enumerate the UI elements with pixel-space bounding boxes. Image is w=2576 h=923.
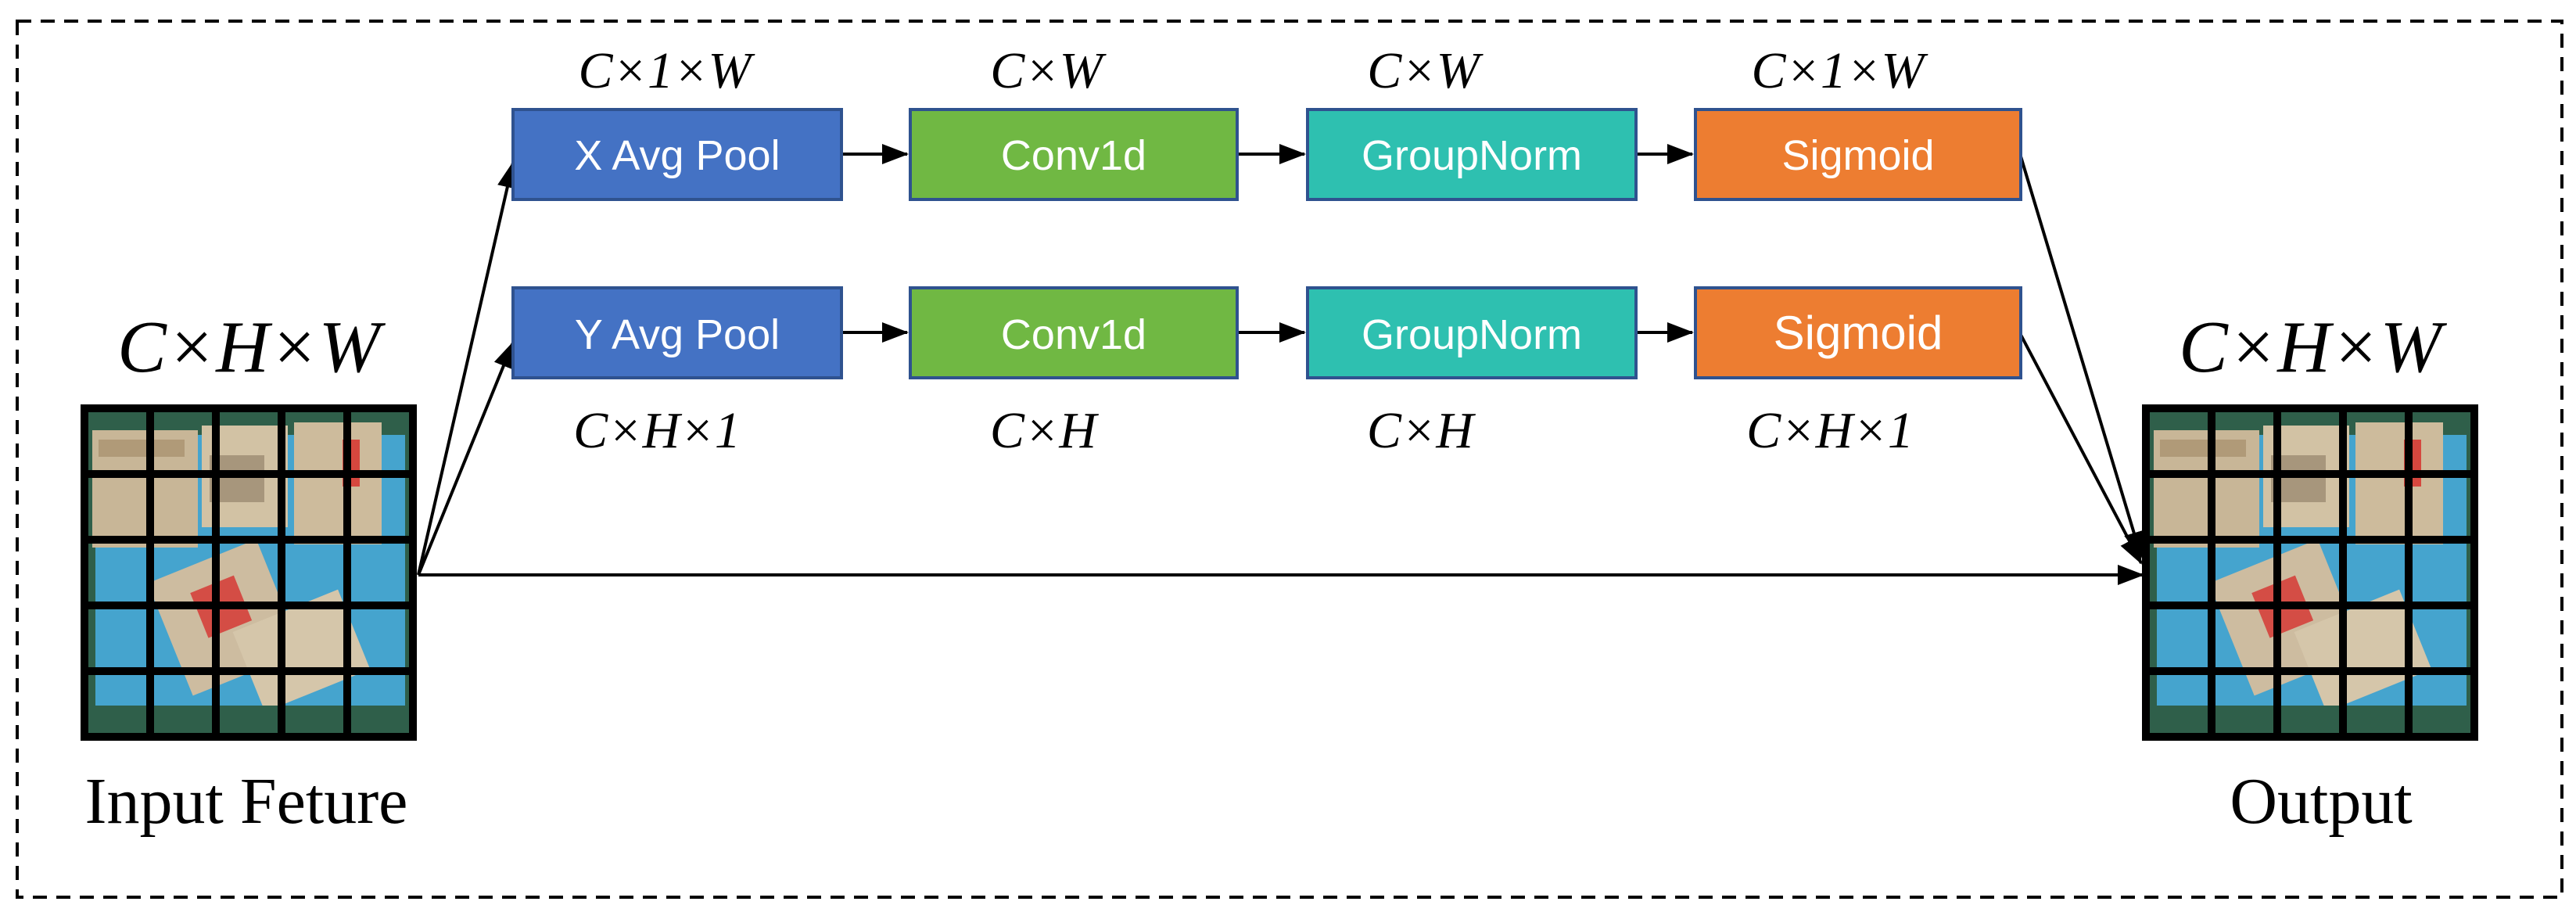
x-groupnorm-label: GroupNorm [1362, 132, 1582, 179]
x-groupnorm-dims: C×W [1367, 42, 1484, 99]
x-sigmoid-label: Sigmoid [1781, 132, 1934, 179]
output-grid [2142, 404, 2478, 741]
y-conv1d-dims: C×H [990, 402, 1100, 459]
output-caption: Output [2230, 765, 2412, 838]
x-conv1d-label: Conv1d [1001, 132, 1146, 179]
x-sigmoid-dims: C×1×W [1751, 42, 1928, 99]
input-grid [81, 404, 417, 741]
output-dims-label: C×H×W [2179, 307, 2447, 388]
arrow-input-to-x-pool [417, 161, 518, 576]
x-avg-pool-box [511, 108, 843, 201]
y-avg-pool-dims: C×H×1 [573, 402, 741, 459]
input-feature-map [81, 404, 417, 741]
input-dims-label: C×H×W [117, 307, 386, 388]
output-feature-map [2142, 404, 2478, 741]
x-conv1d-dims: C×W [990, 42, 1107, 99]
y-branch: Y Avg Pool Conv1d GroupNorm Sigmoid C×H×… [511, 286, 2022, 459]
arrow-y-sigmoid-to-output [2019, 334, 2143, 565]
x-sigmoid-box [1694, 108, 2022, 201]
arrow-x-sigmoid-to-output [2019, 156, 2144, 558]
x-avg-pool-dims: C×1×W [578, 42, 755, 99]
connector-arrows [417, 144, 2144, 585]
y-sigmoid-dims: C×H×1 [1746, 402, 1914, 459]
outer-dashed-border [16, 20, 2563, 899]
y-conv1d-label: Conv1d [1001, 311, 1146, 358]
y-conv1d-box [909, 286, 1239, 379]
y-groupnorm-dims: C×H [1367, 402, 1476, 459]
y-avg-pool-label: Y Avg Pool [575, 311, 780, 358]
input-caption: Input Feture [85, 765, 408, 838]
y-avg-pool-box [511, 286, 843, 379]
x-branch: X Avg Pool Conv1d GroupNorm Sigmoid C×1×… [511, 42, 2022, 201]
x-avg-pool-label: X Avg Pool [574, 132, 780, 179]
y-groupnorm-box [1306, 286, 1638, 379]
arrow-input-to-y-pool [417, 341, 515, 576]
y-sigmoid-label: Sigmoid [1774, 307, 1943, 359]
y-sigmoid-box [1694, 286, 2022, 379]
y-groupnorm-label: GroupNorm [1362, 311, 1582, 358]
x-groupnorm-box [1306, 108, 1638, 201]
x-conv1d-box [909, 108, 1239, 201]
